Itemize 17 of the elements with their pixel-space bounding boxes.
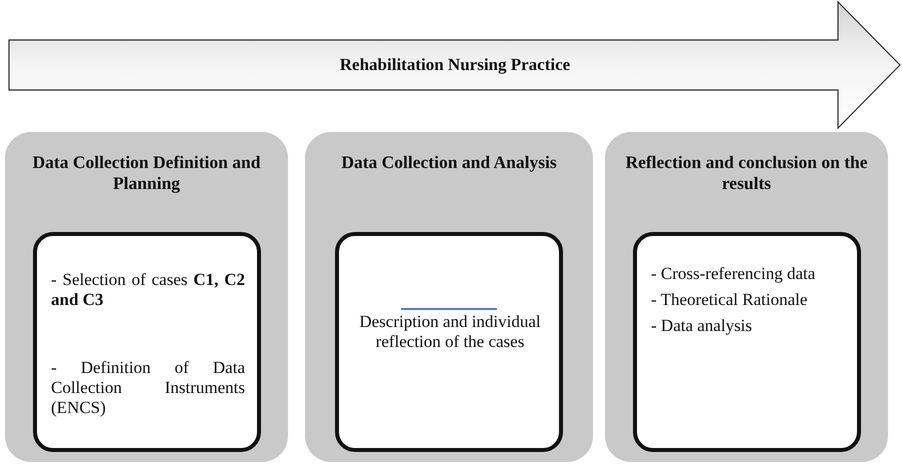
bullet-text: Description and individual reflection of the cases [358,312,542,352]
content-box [33,232,261,452]
bullet-text: - Data analysis [651,316,754,336]
bullet-text: - Theoretical Rationale [651,290,808,310]
bullet-text: - Cross-referencing data [651,264,816,284]
bullet-text: - Selection of cases C1, C2 and C3 [51,270,245,310]
content-box [335,232,563,452]
phase-heading: Reflection and conclusion on the results [624,152,869,194]
banner-title: Rehabilitation Nursing Practice [340,55,570,75]
phase-heading: Data Collection and Analysis [340,152,558,173]
phase-panel [5,132,288,462]
phase-panel [305,132,593,462]
bullet-text: - Definition of Data Collection Instruments (ENCS) [51,358,245,418]
content-box [633,232,861,452]
banner-arrow [8,0,902,130]
phase-heading: Data Collection Definition and Planning [32,152,262,194]
phase-panel [605,132,888,462]
